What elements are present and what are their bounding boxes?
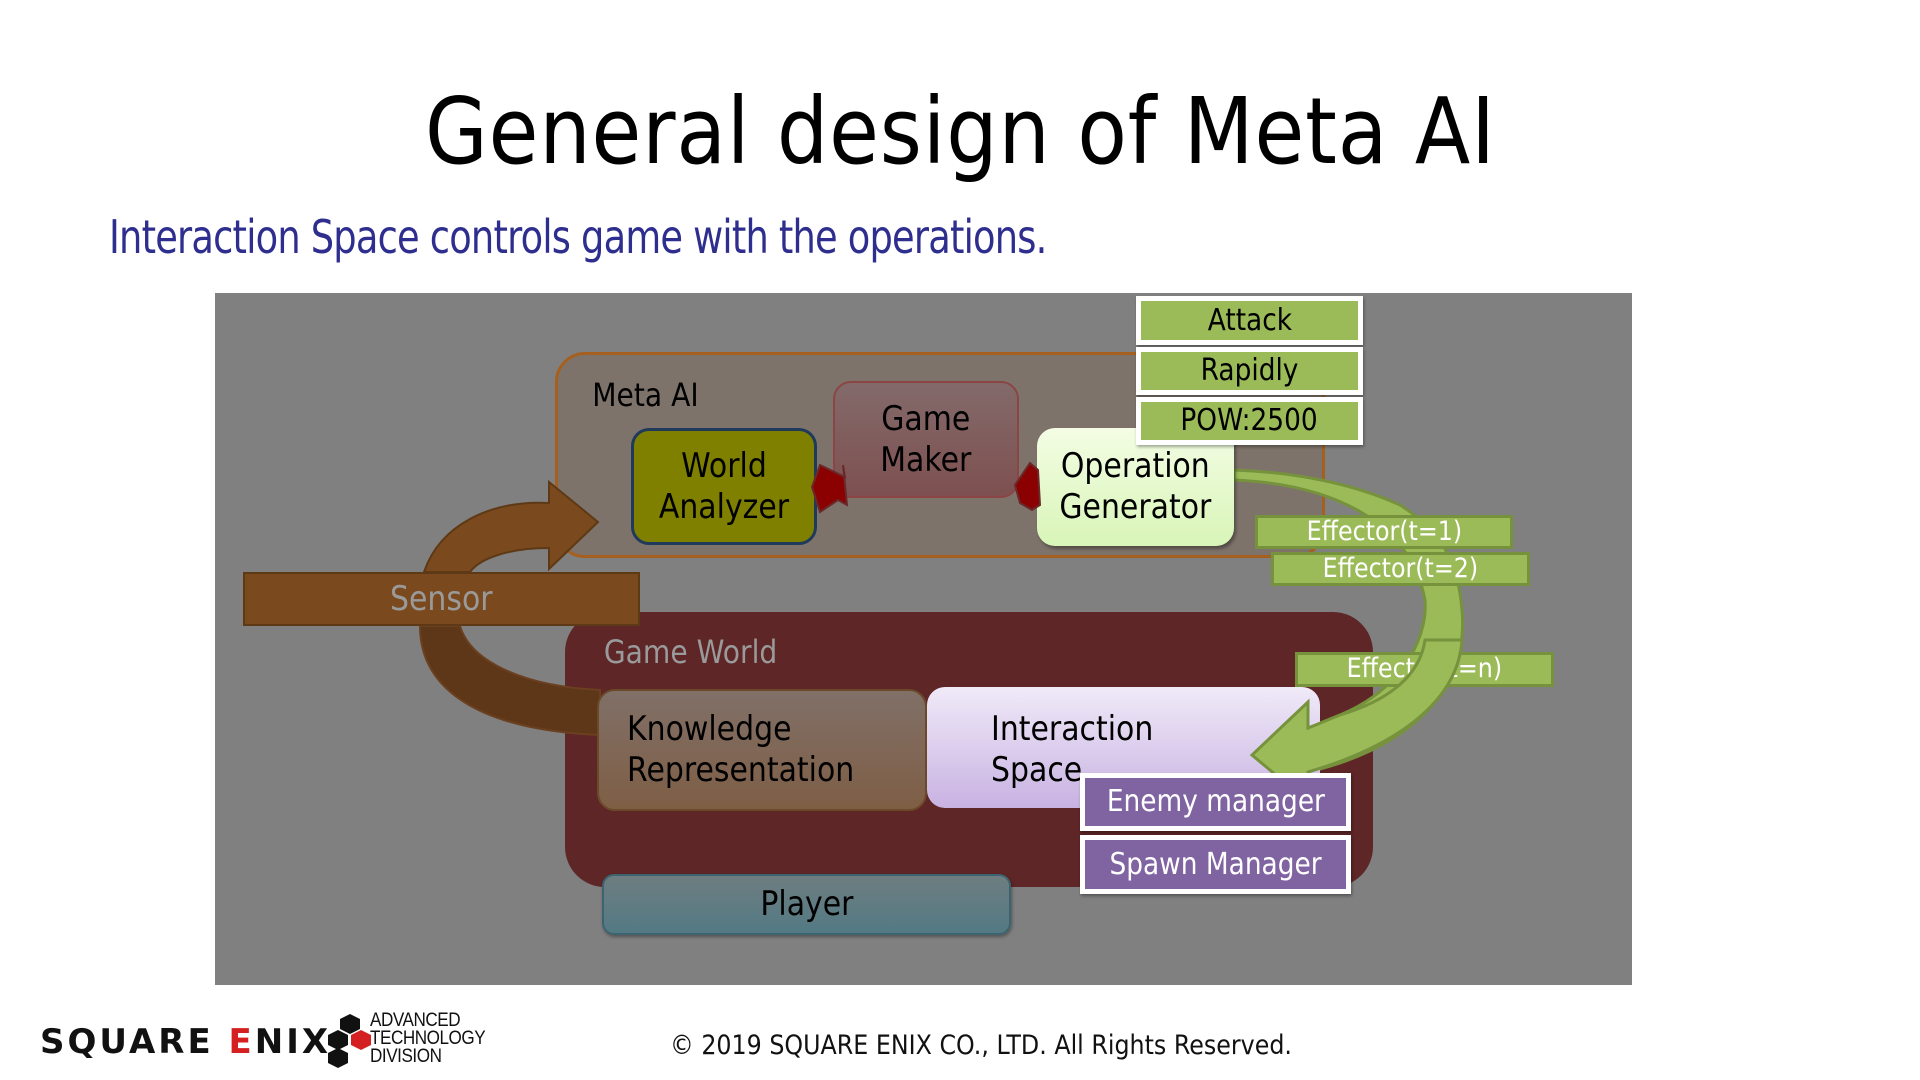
sensor-box: Sensor — [243, 572, 640, 626]
operation-generator-line2: Generator — [1059, 487, 1212, 527]
sensor-label: Sensor — [390, 578, 493, 619]
knowledge-line1: Knowledge — [627, 709, 792, 750]
logo-text-part: SQUARE — [40, 1022, 229, 1062]
player-box: Player — [602, 874, 1011, 935]
operation-param-attack: Attack — [1136, 296, 1363, 345]
enemy-manager-box: Enemy manager — [1080, 773, 1351, 831]
game-world-label: Game World — [603, 633, 778, 671]
spawn-manager-label: Spawn Manager — [1109, 846, 1322, 882]
enemy-manager-label: Enemy manager — [1106, 784, 1325, 819]
atd-line2: TECHNOLOGY — [370, 1028, 486, 1049]
player-label: Player — [759, 884, 854, 925]
effector-tn: Effector(t=n) — [1295, 652, 1554, 687]
atd-line3: DIVISION — [370, 1046, 442, 1067]
interaction-line2: Space — [991, 749, 1083, 790]
atd-hexagon-icon — [328, 1014, 371, 1068]
world-analyzer-line2: Analyzer — [658, 486, 790, 527]
meta-ai-label: Meta AI — [592, 376, 699, 414]
atd-line1: ADVANCED — [370, 1010, 461, 1031]
effector-t2: Effector(t=2) — [1271, 552, 1530, 586]
game-maker-line2: Maker — [880, 439, 972, 480]
square-enix-logo: SQUARE ENIX — [40, 1022, 331, 1062]
operation-param-label: Rapidly — [1200, 353, 1299, 388]
slide-title: General design of Meta AI — [0, 78, 1920, 185]
effector-label: Effector(t=n) — [1346, 653, 1503, 685]
slide-subtitle: Interaction Space controls game with the… — [109, 210, 1047, 264]
operation-param-pow: POW:2500 — [1136, 397, 1363, 445]
logo-text-part: NIX — [254, 1022, 332, 1062]
world-analyzer-line1: World — [681, 445, 767, 486]
operation-generator-line1: Operation — [1061, 446, 1210, 487]
atd-logo-text: ADVANCED TECHNOLOGY DIVISION — [370, 1010, 486, 1067]
logo-text-accent: E — [228, 1022, 255, 1062]
operation-param-label: POW:2500 — [1180, 403, 1319, 438]
effector-label: Effector(t=1) — [1306, 515, 1462, 547]
game-maker-line1: Game — [881, 398, 971, 439]
operation-param-rapidly: Rapidly — [1136, 347, 1363, 395]
slide-title-text: General design of Meta AI — [424, 78, 1496, 185]
knowledge-line2: Representation — [627, 750, 855, 790]
effector-t1: Effector(t=1) — [1255, 515, 1513, 549]
spawn-manager-box: Spawn Manager — [1080, 835, 1351, 894]
interaction-line1: Interaction — [991, 709, 1154, 749]
effector-label: Effector(t=2) — [1322, 552, 1479, 584]
operation-param-label: Attack — [1207, 302, 1292, 338]
copyright-text: © 2019 SQUARE ENIX CO., LTD. All Rights … — [670, 1030, 1292, 1061]
